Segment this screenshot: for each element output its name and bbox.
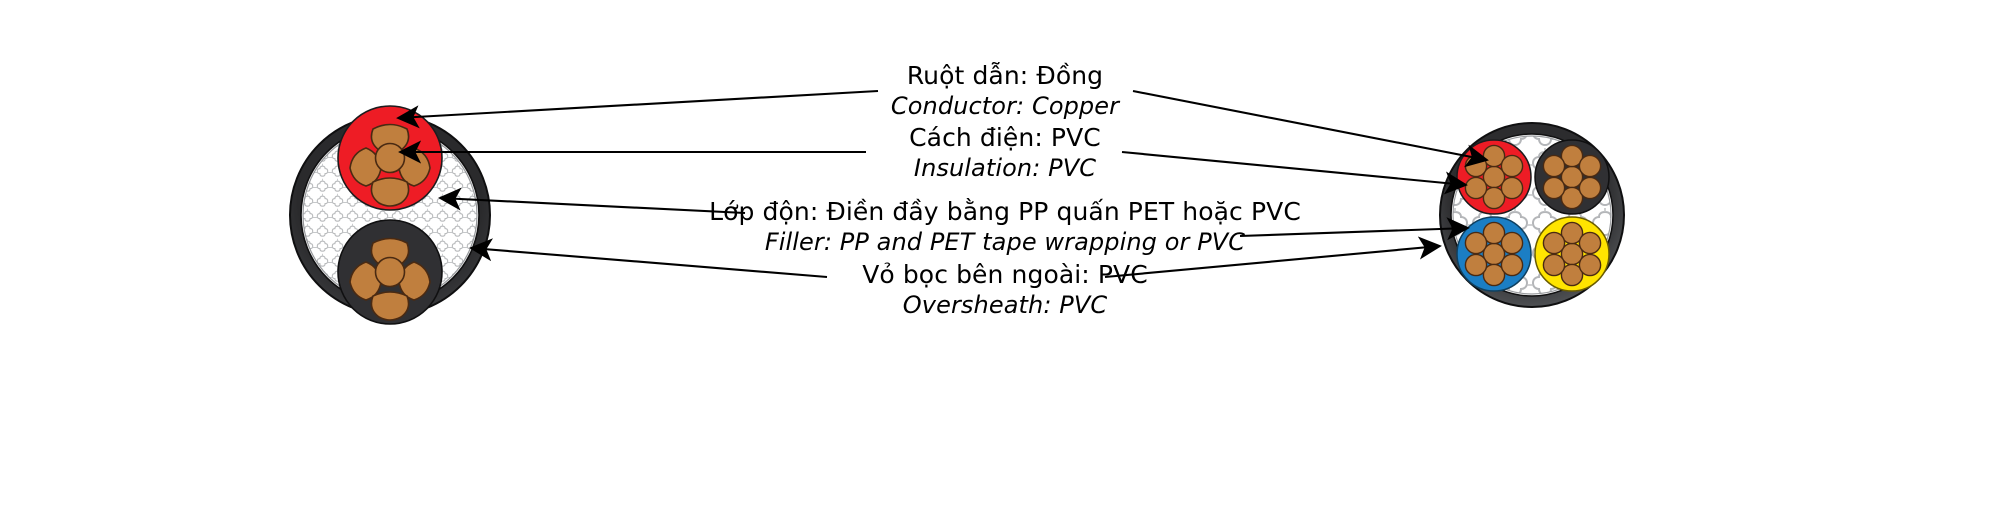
cable-left-2core <box>289 105 491 325</box>
cable-right-4core <box>1439 122 1625 308</box>
right-core-bl-conductor <box>1464 221 1524 287</box>
leader-oversheath-right <box>1104 236 1442 279</box>
leader-filler-left <box>438 187 746 215</box>
label-oversheath: Vỏ bọc bên ngoài: PVC Oversheath: PVC <box>705 259 1305 320</box>
leader-insulation-right <box>1121 150 1468 195</box>
label-insulation-en: Insulation: PVC <box>913 154 1097 182</box>
label-filler-en: Filler: PP and PET tape wrapping or PVC <box>764 228 1246 256</box>
label-conductor-en: Conductor: Copper <box>890 92 1120 120</box>
label-oversheath-en: Oversheath: PVC <box>902 291 1108 319</box>
label-conductor-vn: Ruột dẫn: Đồng <box>906 61 1104 90</box>
right-filler-outline <box>1452 135 1612 295</box>
right-core-top-left-red <box>1456 139 1532 215</box>
left-core-bottom-black <box>337 219 443 325</box>
label-insulation-vn: Cách điện: PVC <box>909 123 1101 152</box>
right-core-top-right-black <box>1534 139 1610 215</box>
right-core-bottom-left-blue <box>1456 216 1532 292</box>
leader-conductor-right <box>1132 89 1489 168</box>
left-core-bottom-conductor <box>349 237 431 321</box>
label-oversheath-vn: Vỏ bọc bên ngoài: PVC <box>862 260 1148 289</box>
right-core-br-conductor <box>1542 221 1602 287</box>
leader-lines <box>396 89 1489 279</box>
right-core-tr-conductor <box>1542 144 1602 210</box>
label-insulation: Cách điện: PVC Insulation: PVC <box>705 122 1305 183</box>
left-core-top-red <box>337 105 443 211</box>
right-core-bottom-right-yellow <box>1534 216 1610 292</box>
label-filler-vn: Lớp độn: Điền đầy bằng PP quấn PET hoặc … <box>709 197 1301 226</box>
label-filler: Lớp độn: Điền đầy bằng PP quấn PET hoặc … <box>705 196 1305 257</box>
leader-filler-right <box>1239 217 1470 241</box>
label-conductor: Ruột dẫn: Đồng Conductor: Copper <box>705 60 1305 121</box>
leader-oversheath-left <box>469 238 828 279</box>
leader-conductor-left <box>396 89 879 129</box>
